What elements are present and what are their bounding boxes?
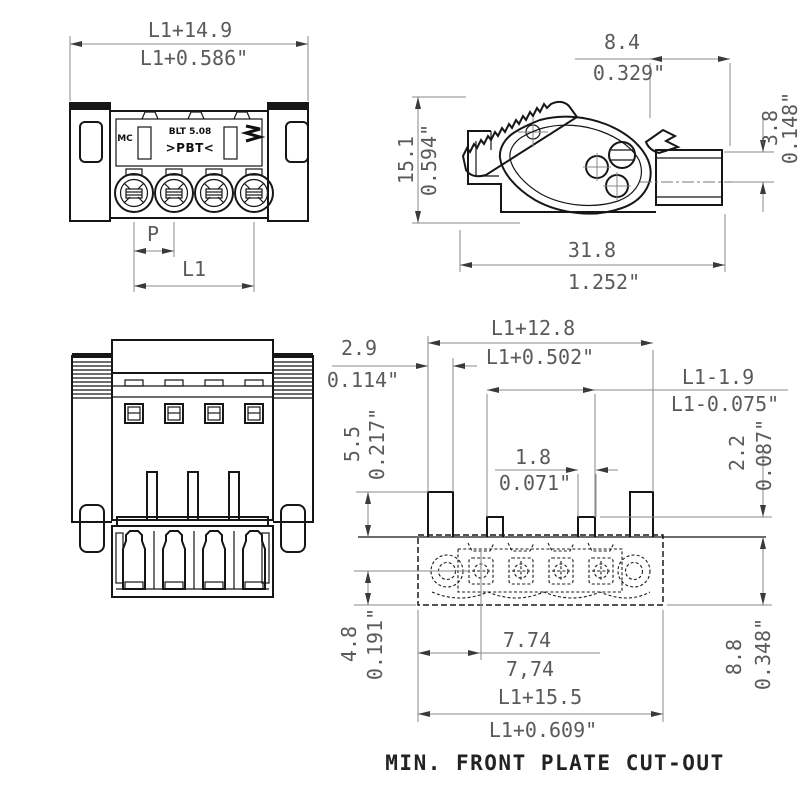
dim-cutout-tab-width-mm: 2.9 (340, 336, 378, 360)
connector-silhouette-dashed (417, 534, 664, 606)
dim-cutout-small-tab-width-in: 0.071" (498, 471, 572, 495)
dim-side-height-in: 0.594" (417, 123, 441, 197)
model-marking: BLT 5.08 (168, 127, 212, 137)
release-lever (461, 100, 579, 178)
dim-side-lever-offset-mm: 8.4 (603, 30, 641, 54)
dim-cutout-center-depth-mm: 4.8 (337, 625, 361, 663)
weidmueller-w-icon (240, 124, 266, 143)
drawing-caption: MIN. FRONT PLATE CUT-OUT (385, 751, 725, 775)
dim-cutout-tab-width-in: 0.114" (326, 368, 400, 392)
dim-cutout-first-pole-mm: 7.74 (502, 628, 552, 652)
view-side (412, 56, 774, 272)
view-front (71, 339, 314, 598)
view-cutout (332, 336, 788, 722)
mold-marking: MC (117, 134, 133, 144)
dim-side-length-mm: 31.8 (567, 238, 617, 262)
view-rear (69, 36, 309, 292)
dim-cutout-inner-tab-span-in: L1-0.075" (670, 392, 780, 416)
dim-side-length-in: 1.252" (567, 270, 641, 294)
dim-cutout-total-width-in: L1+0.609" (488, 718, 598, 742)
dim-cutout-small-tab-height-mm: 2.2 (725, 434, 749, 472)
socket-block (111, 525, 274, 598)
dim-cutout-outer-tab-span-in: L1+0.502" (485, 345, 595, 369)
dim-side-lever-offset-in: 0.329" (592, 61, 666, 85)
dim-rear-pitch: P (146, 222, 160, 246)
terminal-screws (114, 168, 274, 213)
dim-rear-total-width-in: L1+0.586" (139, 46, 249, 70)
dim-cutout-opening-height-in: 0.348" (751, 617, 775, 691)
coding-windows (124, 403, 264, 424)
dim-rear-total-width-mm: L1+14.9 (147, 18, 233, 42)
dim-cutout-inner-tab-span-mm: L1-1.9 (681, 365, 755, 389)
dim-side-shaft-offset-in: 0.148" (778, 91, 800, 165)
dim-side-height-mm: 15.1 (394, 135, 418, 185)
dim-cutout-small-tab-height-in: 0.087" (752, 418, 776, 492)
dim-cutout-outer-tab-span-mm: L1+12.8 (490, 316, 576, 340)
material-marking: >PBT< (165, 141, 215, 155)
flange-right (273, 353, 314, 553)
dim-rear-span: L1 (181, 257, 207, 281)
dim-cutout-small-tab-width-mm: 1.8 (514, 445, 552, 469)
flange-left (71, 353, 112, 553)
dim-cutout-first-pole-alt: 7,74 (505, 657, 555, 681)
dim-cutout-opening-height-mm: 8.8 (722, 638, 746, 676)
dim-cutout-total-width-mm: L1+15.5 (497, 685, 583, 709)
dim-cutout-tab-height-in: 0.217" (365, 407, 389, 481)
dim-cutout-tab-height-mm: 5.5 (340, 425, 364, 463)
dim-cutout-center-depth-in: 0.191" (363, 607, 387, 681)
